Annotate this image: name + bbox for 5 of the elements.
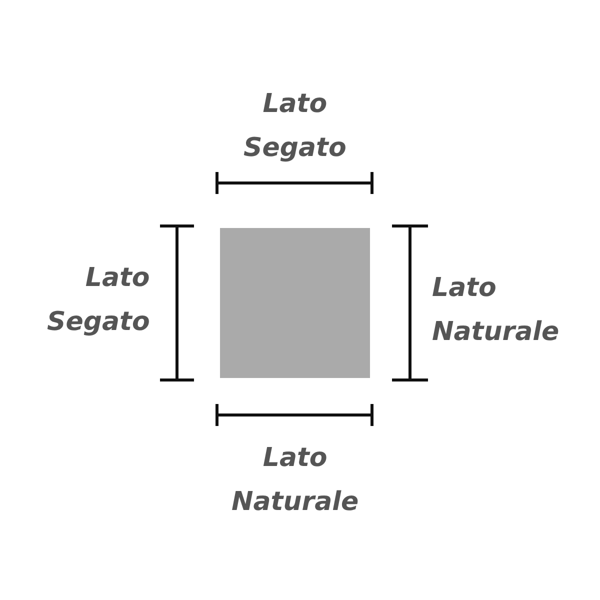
dimension-label: Lato Naturale [432,272,560,349]
dimension-label: Lato Segato [47,262,150,339]
sample-square [220,228,370,378]
dimension-label: Lato Naturale [232,442,359,519]
dimension-label: Lato Segato [244,88,346,165]
